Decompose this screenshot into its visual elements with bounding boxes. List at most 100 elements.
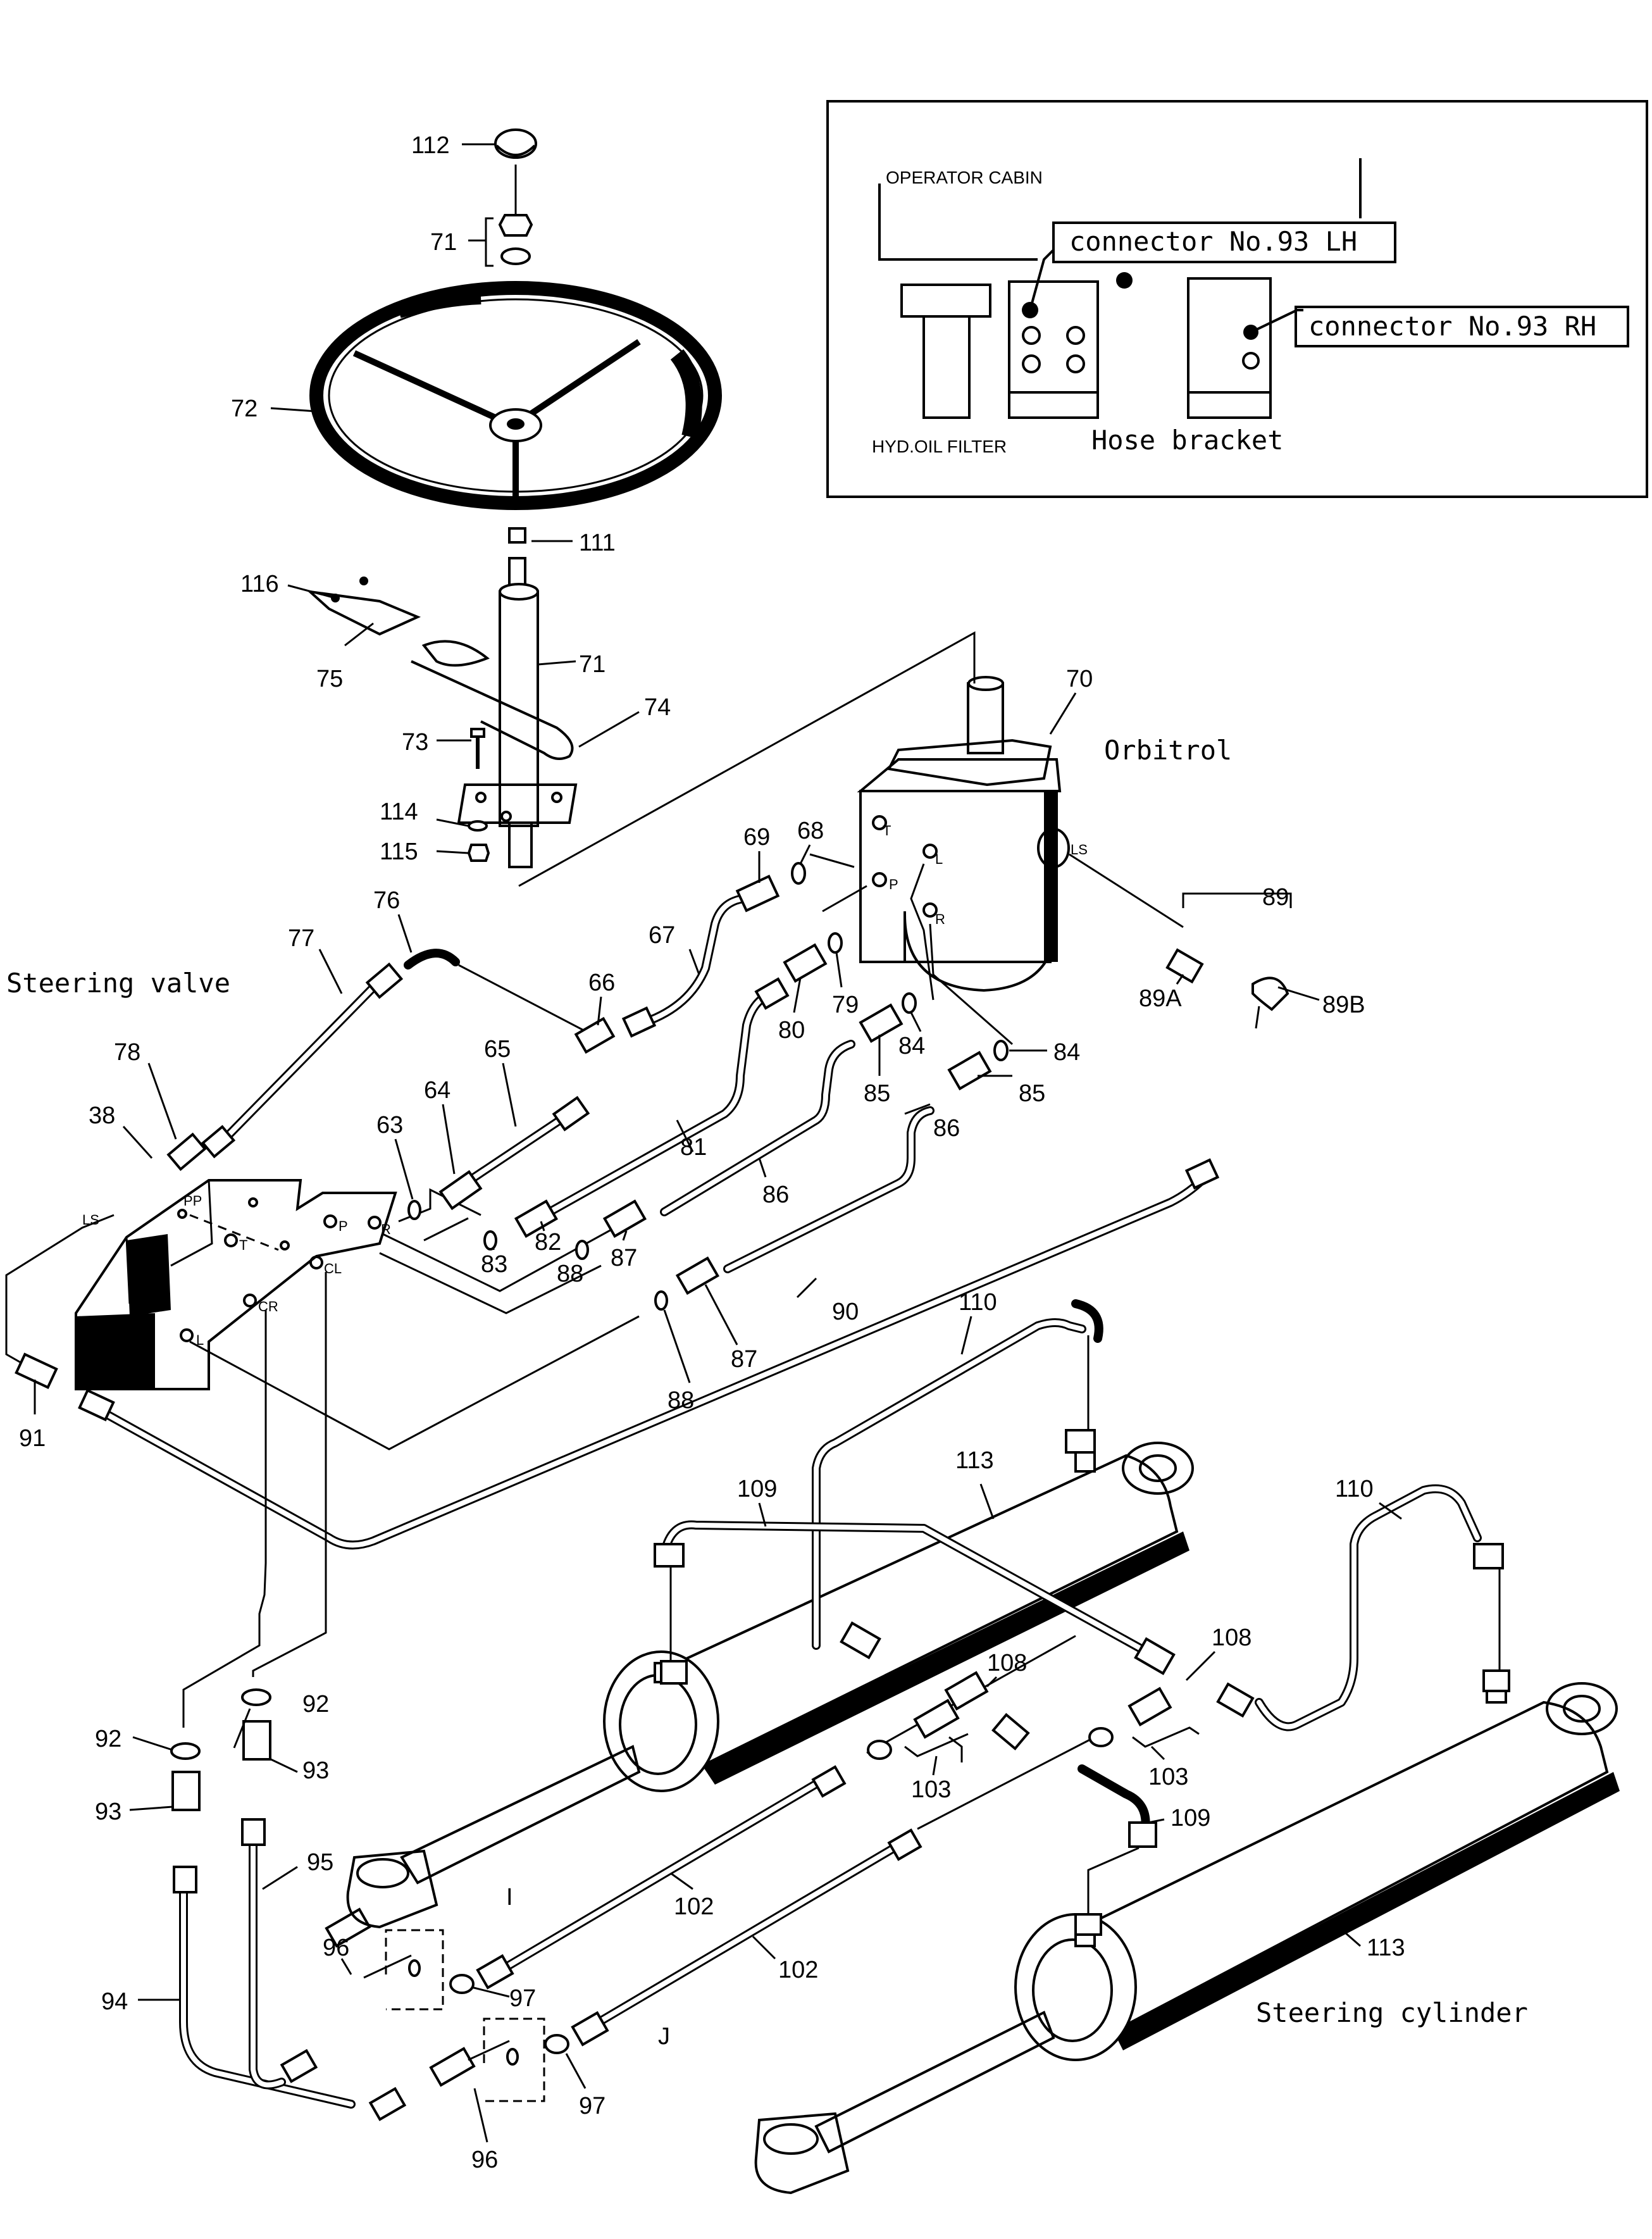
callout-113-right: 113 (1367, 1935, 1405, 1961)
callout-71-nut: 71 (430, 229, 457, 256)
valve-port-l-label: L (196, 1332, 204, 1348)
callout-96-lower: 96 (471, 2147, 498, 2173)
steering-valve-title: Steering valve (6, 968, 230, 999)
fitting-110a-cyl (1065, 1429, 1096, 1454)
steering-valve-unit: PP P T R CL CR L LS (5, 1179, 397, 1390)
leader-110b (1379, 1502, 1402, 1520)
callout-108-left: 108 (987, 1650, 1027, 1676)
fitting-80 (783, 943, 828, 983)
callout-91: 91 (19, 1425, 46, 1452)
leader-82 (540, 1221, 545, 1232)
valve-port-p (323, 1214, 337, 1228)
callout-70: 70 (1066, 666, 1093, 692)
bolt-73-head (470, 728, 485, 738)
fitting-96a (325, 1907, 371, 1948)
hyd-oil-filter-body (922, 315, 971, 419)
hose-86-upper-core (662, 1042, 854, 1214)
valve-port-cr (243, 1294, 257, 1307)
fitting-102a-top (811, 1765, 847, 1798)
callout-95: 95 (307, 1849, 333, 1876)
orbitrol-port-t-label: T (883, 823, 891, 839)
fitting-102b-bottom (571, 2011, 609, 2047)
bracket-port-f (1066, 354, 1085, 373)
bracket-port-e (1022, 354, 1041, 373)
fitting-109b-end (1128, 1821, 1157, 1848)
leader-76 (397, 914, 413, 953)
callout-114: 114 (380, 799, 418, 825)
cylinder-113a-rod-eye (346, 1849, 438, 1929)
valve-port-cr-label: CR (258, 1299, 278, 1314)
hyd-oil-filter-cap (900, 284, 991, 318)
callout-89b: 89B (1322, 992, 1365, 1018)
leader-92b (233, 1708, 251, 1749)
callout-82: 82 (535, 1229, 561, 1256)
valve-port-r-label: R (381, 1221, 391, 1237)
leader-88b (663, 1309, 691, 1383)
fitting-89a (1165, 948, 1204, 984)
leader-93b (270, 1758, 298, 1773)
callout-96-upper: 96 (323, 1935, 349, 1961)
cyl-a-port-head (1074, 1451, 1096, 1473)
bracket-plate-a (385, 1929, 444, 2011)
guide-cl (252, 1272, 327, 1677)
leader-65 (502, 1063, 517, 1127)
connector-rh-label: connector No.93 RH (1308, 311, 1596, 342)
leader-70 (1049, 692, 1077, 735)
leader-95 (262, 1866, 298, 1890)
oring-83 (483, 1230, 497, 1250)
callout-86-middle: 86 (762, 1182, 789, 1208)
orbitrol-port-l (922, 844, 938, 859)
steering-wheel-assembly (306, 128, 722, 868)
cylinder-113b-shadow (1114, 1772, 1620, 2050)
bracket-plate-b-hole (506, 2048, 519, 2066)
fitting-109a-end (654, 1543, 685, 1568)
guide-p-orb (822, 885, 867, 913)
fitting-69 (735, 875, 780, 913)
hose-65-core (453, 1111, 572, 1192)
leader-102b (752, 1935, 776, 1960)
horn-cap-rim (495, 144, 536, 156)
callout-102-lower: 102 (778, 1957, 818, 1983)
orbitrol-port-l-label: L (935, 851, 943, 867)
orbitrol-title: Orbitrol (1104, 735, 1232, 766)
leader-103a (932, 1756, 938, 1776)
fitting-110b-cyl (1482, 1669, 1510, 1692)
mark-i: I (506, 1884, 513, 1911)
bracket-75 (306, 590, 421, 636)
leader-72 (270, 407, 317, 413)
valve-port-l (180, 1328, 194, 1342)
upper-hoses (97, 853, 1292, 1550)
wheel-spoke-left (352, 350, 511, 427)
callout-85-left: 85 (864, 1080, 890, 1107)
fitting-90-end (1184, 1158, 1220, 1190)
elbow-76 (404, 949, 460, 970)
wheel-grip-dark (396, 288, 481, 318)
oring-84b (993, 1040, 1009, 1061)
hose-bracket-label: Hose bracket (1091, 425, 1283, 456)
orbitrol-port-r-label: R (935, 911, 945, 927)
leader-71a-bracket (485, 217, 494, 267)
operator-cabin-label: OPERATOR CABIN (886, 168, 1043, 187)
hose-95 (249, 1831, 286, 2090)
oring-68 (791, 862, 806, 885)
callout-108-right: 108 (1212, 1625, 1251, 1651)
callout-74: 74 (644, 694, 671, 721)
fitting-90-start (78, 1388, 115, 1421)
valve-port-cl (309, 1256, 323, 1269)
callout-38: 38 (89, 1102, 115, 1129)
callout-89a: 89A (1139, 985, 1182, 1012)
callout-64: 64 (424, 1077, 450, 1104)
callout-88-right: 88 (668, 1387, 694, 1414)
hose-110b-core (1257, 1486, 1480, 1730)
callout-115: 115 (380, 839, 418, 865)
fitting-94-top (173, 1866, 197, 1893)
callout-81: 81 (680, 1134, 707, 1161)
leader-74 (578, 711, 640, 748)
fitting-67-end (621, 1006, 657, 1038)
cylinder-113b-rod-eye (754, 2112, 850, 2195)
washer-71 (500, 247, 531, 265)
orbitrol-shaft-top (967, 676, 1004, 691)
steering-wheel-72 (309, 281, 722, 510)
callout-92-left: 92 (95, 1726, 121, 1752)
callout-87-right: 87 (731, 1346, 757, 1373)
